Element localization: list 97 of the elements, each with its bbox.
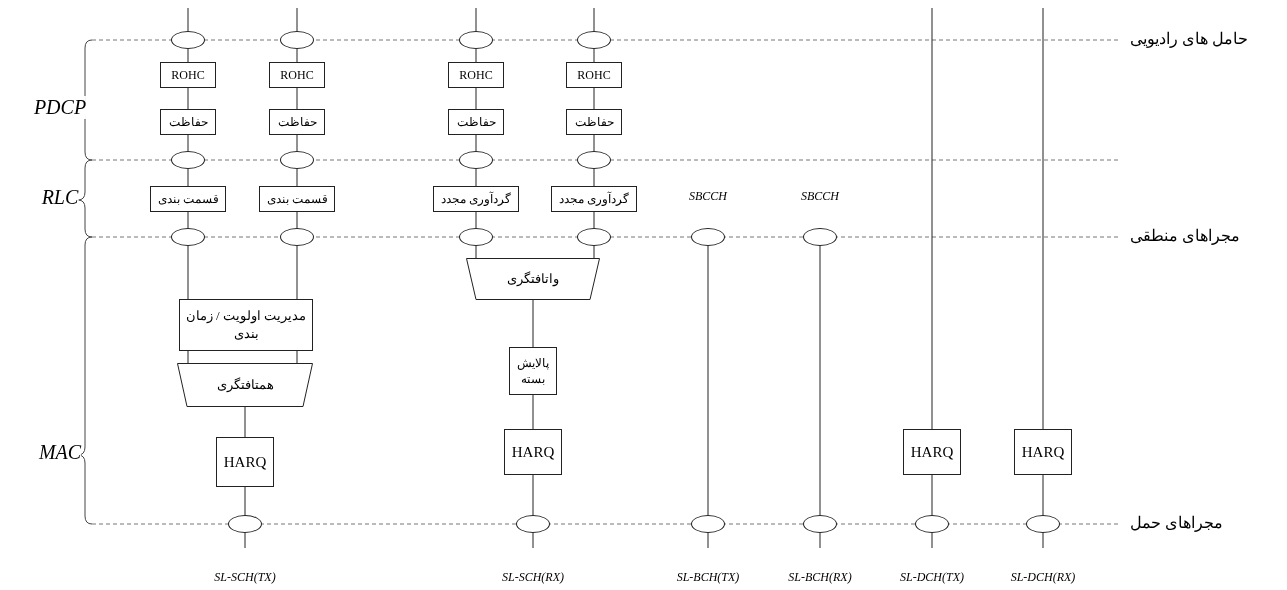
function-box: گردآوری مجدد — [433, 186, 519, 212]
channel-ellipse — [915, 515, 949, 533]
connector-line — [819, 532, 821, 549]
connector-line — [475, 245, 477, 259]
connector-line — [244, 486, 246, 516]
connector-line — [475, 134, 477, 152]
function-box: پالایش بسته — [509, 347, 557, 395]
connector-line — [593, 168, 595, 187]
connector-line — [475, 48, 477, 63]
connector-line — [296, 168, 298, 187]
function-box: HARQ — [1014, 429, 1072, 475]
connector-line — [532, 299, 534, 348]
boundary-label: حامل های رادیویی — [1130, 28, 1248, 48]
boundary-label: مجراهای حمل — [1130, 512, 1223, 532]
multiplexer-trapezoid: همتافتگری — [177, 363, 313, 407]
channel-label: SL-BCH(RX) — [788, 569, 852, 585]
boundary-label: مجراهای منطقی — [1130, 225, 1240, 245]
function-box: ROHC — [566, 62, 622, 88]
connector-line — [244, 532, 246, 549]
connector-line — [475, 168, 477, 187]
connector-line — [187, 87, 189, 110]
channel-ellipse — [228, 515, 262, 533]
channel-ellipse — [577, 228, 611, 246]
channel-ellipse — [691, 228, 725, 246]
channel-label: SL-DCH(TX) — [900, 569, 964, 585]
function-box: قسمت بندی — [150, 186, 226, 212]
channel-ellipse — [171, 151, 205, 169]
connector-line — [296, 87, 298, 110]
channel-ellipse — [1026, 515, 1060, 533]
connector-line — [187, 7, 189, 32]
function-box: HARQ — [903, 429, 961, 475]
layer-label: PDCP — [33, 96, 87, 119]
connector-line — [296, 48, 298, 63]
channel-ellipse — [803, 515, 837, 533]
connector-line — [593, 211, 595, 229]
function-box: حفاظت — [160, 109, 216, 135]
channel-label: SL-DCH(RX) — [1010, 569, 1076, 585]
connector-line — [187, 48, 189, 63]
channel-ellipse — [280, 31, 314, 49]
channel-ellipse — [280, 228, 314, 246]
channel-label: SL-SCH(RX) — [502, 569, 564, 585]
connector-line — [187, 245, 189, 300]
function-box: حفاظت — [269, 109, 325, 135]
channel-ellipse — [171, 228, 205, 246]
connector-line — [819, 245, 821, 516]
connector-line — [296, 350, 298, 364]
function-box: HARQ — [504, 429, 562, 475]
connector-line — [475, 87, 477, 110]
connector-line — [707, 532, 709, 549]
channel-ellipse — [577, 151, 611, 169]
channel-label: SL-SCH(TX) — [214, 569, 276, 585]
connector-line — [296, 245, 298, 300]
function-box: ROHC — [160, 62, 216, 88]
function-box: قسمت بندی — [259, 186, 335, 212]
connector-line — [593, 7, 595, 32]
connector-line — [1042, 7, 1044, 430]
connector-line — [532, 532, 534, 549]
connector-line — [931, 7, 933, 430]
function-box: گردآوری مجدد — [551, 186, 637, 212]
connector-line — [187, 211, 189, 229]
connector-line — [475, 7, 477, 32]
function-box: حفاظت — [566, 109, 622, 135]
connector-line — [187, 168, 189, 187]
function-box: مدیریت اولویت / زمان بندی — [179, 299, 313, 351]
connector-line — [593, 245, 595, 259]
connector-line — [707, 245, 709, 516]
connector-line — [931, 474, 933, 516]
channel-ellipse — [459, 31, 493, 49]
channel-ellipse — [803, 228, 837, 246]
connector-line — [187, 350, 189, 364]
function-box: حفاظت — [448, 109, 504, 135]
connector-line — [475, 211, 477, 229]
channel-ellipse — [577, 31, 611, 49]
connector-line — [244, 406, 246, 438]
function-box: ROHC — [448, 62, 504, 88]
connector-line — [187, 134, 189, 152]
connector-line — [593, 87, 595, 110]
channel-ellipse — [516, 515, 550, 533]
connector-line — [296, 211, 298, 229]
connector-line — [1042, 532, 1044, 549]
channel-ellipse — [691, 515, 725, 533]
connector-line — [593, 134, 595, 152]
channel-label: SL-BCH(TX) — [676, 569, 740, 585]
demultiplexer-trapezoid: واتافتگری — [466, 258, 600, 300]
channel-ellipse — [171, 31, 205, 49]
connector-line — [296, 7, 298, 32]
channel-ellipse — [459, 151, 493, 169]
channel-ellipse — [280, 151, 314, 169]
connector-line — [532, 394, 534, 430]
connector-line — [296, 134, 298, 152]
connector-line — [1042, 474, 1044, 516]
function-box: HARQ — [216, 437, 274, 487]
function-box: ROHC — [269, 62, 325, 88]
connector-line — [532, 474, 534, 516]
connector-line — [593, 48, 595, 63]
connector-line — [931, 532, 933, 549]
channel-ellipse — [459, 228, 493, 246]
